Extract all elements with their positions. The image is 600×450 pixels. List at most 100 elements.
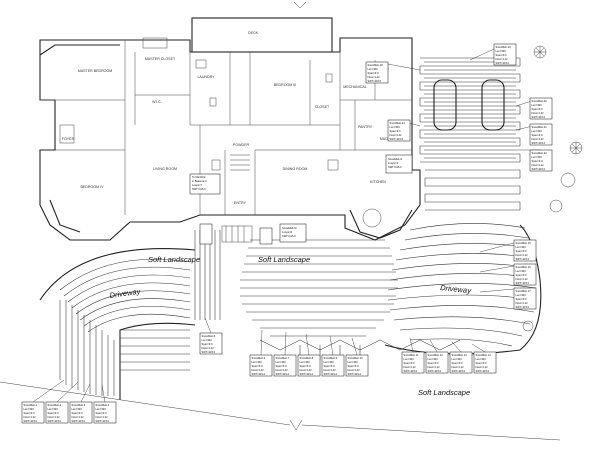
zone-tag: SnowMelt-3Len=300Spac=9.0Flow=1.42SWT=11… <box>69 383 93 424</box>
zone-tag: SnowMelt-14Len=300Spac=9.0Flow=1.42SWT=1… <box>471 343 497 374</box>
zone-tag-line1: SnowMelt-13 <box>452 353 468 357</box>
zone-tag-line1: SnowMelt-18 <box>368 63 384 67</box>
zone-tag: SnowMelt-17Len=300Spac=9.0Flow=1.42SWT=1… <box>479 287 537 310</box>
deck-outline <box>191 17 333 53</box>
zone-tag-line4: Flow=1.42 <box>48 415 61 419</box>
zone-tag-line5: SWT=115.0 <box>452 369 466 373</box>
zone-tag-line4: Flow=1.42 <box>24 415 37 419</box>
zone-tag-line3: Spac=9.0 <box>532 159 544 163</box>
zone-tag-line2: Len=300 <box>368 67 379 71</box>
svg-text:SnowMelt-M: SnowMelt-M <box>282 226 296 230</box>
zone-tag-line5: SWT=115.0 <box>390 137 404 141</box>
zone-tag-line1: SnowMelt-17 <box>516 289 532 293</box>
zone-tag-line4: Flow=1.42 <box>476 365 489 369</box>
svg-text:SWT=115.0: SWT=115.0 <box>388 165 402 169</box>
zone-tag-line5: SWT=115.0 <box>276 372 290 376</box>
zone-tag-line2: Len=300 <box>516 293 527 297</box>
zone-tag-line4: Flow=1.42 <box>276 368 289 372</box>
zone-tag-line4: Flow=1.42 <box>300 368 313 372</box>
zone-tag-line2: Len=300 <box>532 155 543 159</box>
zone-tag-line2: Len=300 <box>72 407 83 411</box>
zone-tag-line4: Flow=1.42 <box>72 415 85 419</box>
zone-tag: SnowMelt-12Len=300Spac=9.0Flow=1.42SWT=1… <box>425 339 449 374</box>
zone-tag-line3: Spac=9.0 <box>24 411 36 415</box>
label-soft-landscape-center: Soft Landscape <box>258 255 310 264</box>
center-walk-coils <box>240 239 461 360</box>
zone-tag-line2: Len=300 <box>300 360 311 364</box>
zone-tag-line4: Flow=1.42 <box>428 365 441 369</box>
zone-tag: SnowMelt-7Len=300Spac=9.0Flow=1.42SWT=11… <box>273 331 297 377</box>
zone-tag-line2: Len=300 <box>516 245 527 249</box>
zone-tag: SnowMelt-15Len=300Spac=9.0Flow=1.42SWT=1… <box>479 239 537 262</box>
property-line <box>0 381 561 441</box>
zone-tag-line5: SWT=115.0 <box>48 419 62 423</box>
zone-tag-line5: SWT=115.0 <box>96 419 110 423</box>
zone-tag-line1: SnowMelt-3 <box>72 403 86 407</box>
zone-tag-line3: Spac=9.0 <box>516 297 528 301</box>
zone-tag: SnowMelt-9Len=300Spac=9.0Flow=1.42SWT=11… <box>321 335 345 377</box>
zone-tag-line5: SWT=115.0 <box>368 79 382 83</box>
zone-tag-line1: SnowMelt-4 <box>96 403 110 407</box>
zone-tag: SnowMelt-5Len=300Spac=9.0Flow=1.42SWT=11… <box>199 317 223 355</box>
zone-tag-line3: Spac=9.0 <box>452 361 464 365</box>
left-driveway-inner-edge <box>119 322 196 400</box>
zone-tag-line1: SnowMelt-8 <box>300 356 314 360</box>
zone-tag-line5: SWT=115.0 <box>72 419 86 423</box>
zone-tag-line4: Flow=1.42 <box>516 277 529 281</box>
room-label-master-closet: MASTER CLOSET <box>145 57 176 61</box>
zone-tag: SnowMelt-21Len=300Spac=9.0Flow=1.42SWT=1… <box>515 123 553 146</box>
room-label-powder: POWDER <box>233 143 250 147</box>
zone-tag-line5: SWT=115.0 <box>496 61 510 65</box>
room-label-kitchen: KITCHEN <box>370 180 386 184</box>
zone-tag-line2: Len=300 <box>428 357 439 361</box>
zone-tag-line4: Flow=1.42 <box>516 253 529 257</box>
house-footprint <box>39 17 421 241</box>
zone-tag-line5: SWT=115.0 <box>300 372 314 376</box>
zone-tag-line3: Spac=9.0 <box>516 273 528 277</box>
zone-tag-line5: SWT=115.0 <box>404 369 418 373</box>
zone-tag-line2: Len=300 <box>476 357 487 361</box>
zone-tag-line4: Flow=1.42 <box>368 75 381 79</box>
zone-tag: SnowMelt-8Len=300Spac=9.0Flow=1.42SWT=11… <box>297 333 321 377</box>
car-left <box>433 79 457 131</box>
room-label-closet: CLOSET <box>315 105 330 109</box>
zone-tag-line2: Len=300 <box>202 338 213 342</box>
svg-text:Loops=7: Loops=7 <box>192 183 203 187</box>
zone-tag-line5: SWT=115.0 <box>24 419 38 423</box>
zone-tag-line2: Len=300 <box>276 360 287 364</box>
zone-tag-line2: Len=300 <box>404 357 415 361</box>
zone-tag-line5: SWT=115.0 <box>476 369 490 373</box>
zone-tag-line4: Flow=1.42 <box>532 111 545 115</box>
zone-tag-line5: SWT=115.0 <box>516 305 530 309</box>
zone-tag: SnowMelt-18Len=300Spac=9.0Flow=1.42SWT=1… <box>365 61 421 84</box>
zone-tag-line2: Len=300 <box>48 407 59 411</box>
zone-tag-line5: SWT=115.0 <box>202 350 216 354</box>
zone-tag-line2: Len=300 <box>96 407 107 411</box>
zone-tags: SnowMelt-1Len=300Spac=9.0Flow=1.42SWT=11… <box>21 43 553 424</box>
zone-tag-line4: Flow=1.42 <box>390 133 403 137</box>
zone-tag-line4: Flow=1.42 <box>452 365 465 369</box>
zone-tag-line3: Spac=9.0 <box>276 364 288 368</box>
room-label-foyer: FOYER <box>62 137 75 141</box>
zone-tag-line5: SWT=115.0 <box>348 372 362 376</box>
room-label-master-bedroom: MASTER BEDROOM <box>78 69 113 73</box>
room-label-laundry: LAUNDRY <box>197 75 215 79</box>
room-label-living-room: LIVING ROOM <box>153 167 177 171</box>
zone-tag-line1: SnowMelt-19 <box>496 45 512 49</box>
zone-tag-line1: SnowMelt-15 <box>516 241 532 245</box>
zone-tag-line5: SWT=115.0 <box>252 372 266 376</box>
zone-tag-line1: SnowMelt-7 <box>276 356 290 360</box>
zone-tag: SnowMelt-11Len=300Spac=9.0Flow=1.42SWT=1… <box>401 337 425 374</box>
zone-tag-line5: SWT=115.0 <box>516 281 530 285</box>
north-arrow-icon <box>293 1 307 9</box>
zone-tag-line3: Spac=9.0 <box>390 129 402 133</box>
zone-tag-line4: Flow=1.42 <box>348 368 361 372</box>
zone-tag: SnowMelt-19Len=300Spac=9.0Flow=1.42SWT=1… <box>469 43 517 66</box>
car-right <box>481 79 505 131</box>
zone-tag-line3: Spac=9.0 <box>324 364 336 368</box>
zone-tag-line2: Len=300 <box>496 49 507 53</box>
zone-tag-line1: SnowMelt-22 <box>532 151 548 155</box>
zone-tag-line4: Flow=1.42 <box>202 346 215 350</box>
zone-tag-line3: Spac=9.0 <box>48 411 60 415</box>
zone-tag-line5: SWT=115.0 <box>532 141 546 145</box>
